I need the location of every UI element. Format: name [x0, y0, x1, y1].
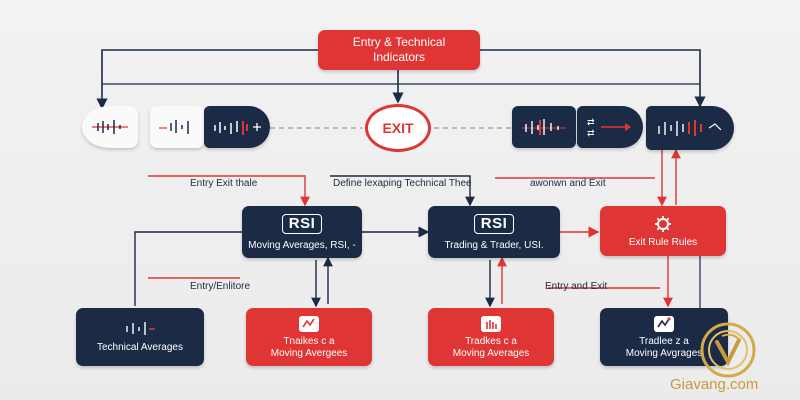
entry-technical-indicators-box: Entry & Technical Indicators [318, 30, 480, 70]
exit-label: EXIT [382, 120, 414, 136]
candlestick-chart-icon [658, 120, 722, 136]
bottom-box-3-line1: Tradkes c a [465, 335, 517, 347]
section-label-lower-right: Entry and Exit [545, 281, 608, 292]
chart-card-5: ⇄ ⇄ [577, 106, 643, 148]
candlestick-chart-icon [522, 119, 566, 135]
bottom-box-2-line1: Tnaikes c a [283, 335, 335, 347]
rsi-sub-label: Moving Averages, RSI, - [248, 239, 356, 251]
brand-watermark: Giavang.com [670, 376, 759, 393]
bottom-box-2-line2: Moving Avergees [270, 347, 348, 359]
exit-rule-box: Exit Rule Rules [600, 206, 726, 256]
rsi-tag: RSI [281, 213, 323, 234]
bottom-box-3-line2: Moving Averages [452, 347, 530, 359]
technical-averages-box: Technical Averages [76, 308, 204, 366]
chart-card-6 [646, 106, 734, 150]
rsi-tag: RSI [473, 213, 515, 234]
gear-icon [655, 215, 671, 232]
candlestick-chart-icon [92, 120, 128, 134]
chart-card-1 [82, 106, 138, 148]
top-box-line2: Indicators [372, 50, 426, 64]
candlestick-chart-icon [214, 121, 261, 135]
rsi-sub-label: Trading & Trader, USI. [444, 239, 544, 251]
hand-cursor-icon [299, 315, 319, 332]
bottom-box-4-line1: Tradlee z a [639, 335, 689, 347]
moving-averages-box-3: Tradlee z a Moving Avgrages [600, 308, 728, 366]
section-label-left: Entry Exit thale [190, 178, 258, 189]
chart-card-2 [150, 106, 204, 148]
trend-arrows-icon: ⇄ ⇄ [587, 117, 631, 138]
section-label-middle: Define lexaping Technical Thee [333, 178, 472, 189]
bottom-box-4-line2: Moving Avgrages [625, 347, 703, 359]
section-label-lower-left: Entry/Enlitore [190, 281, 251, 292]
rsi-box-1: RSI Moving Averages, RSI, - [242, 206, 362, 258]
rsi-box-2: RSI Trading & Trader, USI. [428, 206, 560, 258]
hand-cursor-icon [481, 315, 501, 332]
chart-card-4 [512, 106, 576, 148]
bottom-box-1-line2: Technical Averages [97, 342, 183, 353]
hand-cursor-icon [654, 315, 674, 332]
chart-card-3 [204, 106, 270, 148]
top-box-line1: Entry & Technical [352, 35, 446, 49]
exit-rule-label: Exit Rule Rules [628, 236, 698, 248]
exit-node: EXIT [365, 104, 431, 152]
gold-coin-logo [700, 322, 756, 378]
moving-averages-box-2: Tradkes c a Moving Averages [428, 308, 554, 366]
moving-averages-box-1: Tnaikes c a Moving Avergees [246, 308, 372, 366]
svg-text:⇄: ⇄ [587, 117, 595, 127]
svg-text:⇄: ⇄ [587, 128, 595, 138]
candlestick-chart-icon [159, 120, 189, 134]
candlestick-chart-icon [126, 322, 155, 335]
section-label-right: awonwn and Exit [530, 178, 606, 189]
